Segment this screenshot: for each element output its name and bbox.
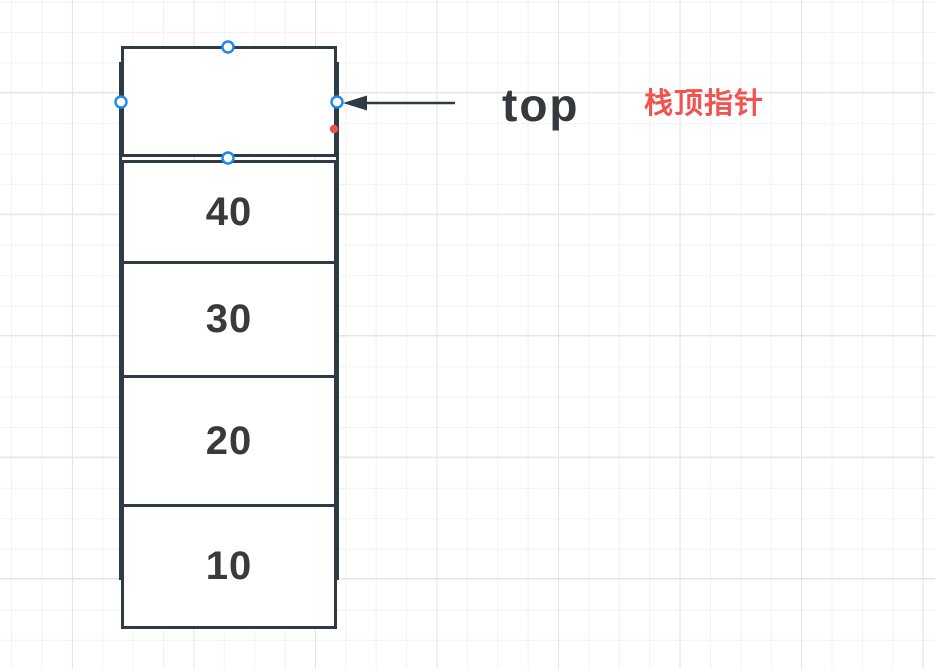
stack-cell[interactable]: 20 [121, 375, 337, 507]
selection-handle-bottom-icon[interactable] [221, 151, 235, 165]
connection-point-dot-icon[interactable] [329, 124, 339, 134]
top-pointer-arrow[interactable] [343, 95, 455, 111]
selection-handle-top-icon[interactable] [221, 40, 235, 54]
stack-top-annotation[interactable]: 栈顶指针 [644, 88, 765, 120]
stack-cell[interactable]: 10 [121, 504, 337, 629]
selection-handle-right-icon[interactable] [330, 95, 344, 109]
arrowhead-left-icon [343, 95, 367, 111]
selection-handle-left-icon[interactable] [114, 95, 128, 109]
top-pointer-label[interactable]: top [502, 79, 580, 131]
stack-cell[interactable]: 30 [121, 261, 337, 378]
stack-cell[interactable]: 40 [121, 160, 337, 264]
